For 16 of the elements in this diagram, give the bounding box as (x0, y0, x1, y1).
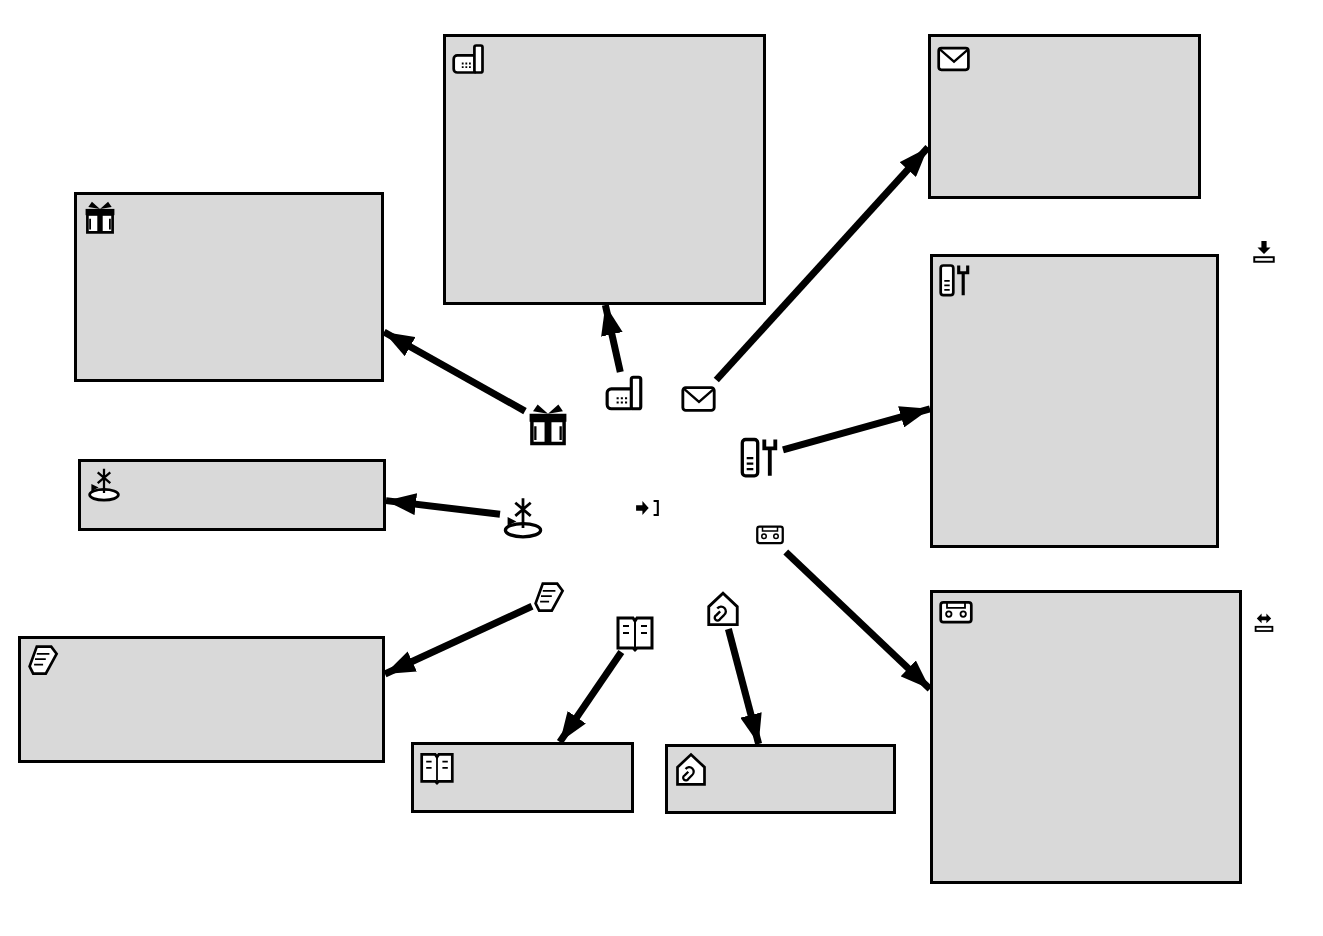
screen-panel (928, 34, 1201, 199)
arrow (556, 650, 625, 744)
arrow (382, 328, 527, 415)
screen-panel (930, 254, 1219, 548)
screen-panel (411, 742, 634, 813)
arrow (725, 628, 763, 745)
arrow (601, 304, 624, 373)
screen-panel (78, 459, 386, 531)
arrow (383, 603, 534, 678)
screen-panel (18, 636, 385, 763)
screen-panel (665, 744, 896, 814)
screen-panel (74, 192, 384, 382)
screen-panel (443, 34, 766, 305)
screen-panel (930, 590, 1242, 884)
arrow (782, 405, 931, 454)
arrow (385, 493, 501, 518)
